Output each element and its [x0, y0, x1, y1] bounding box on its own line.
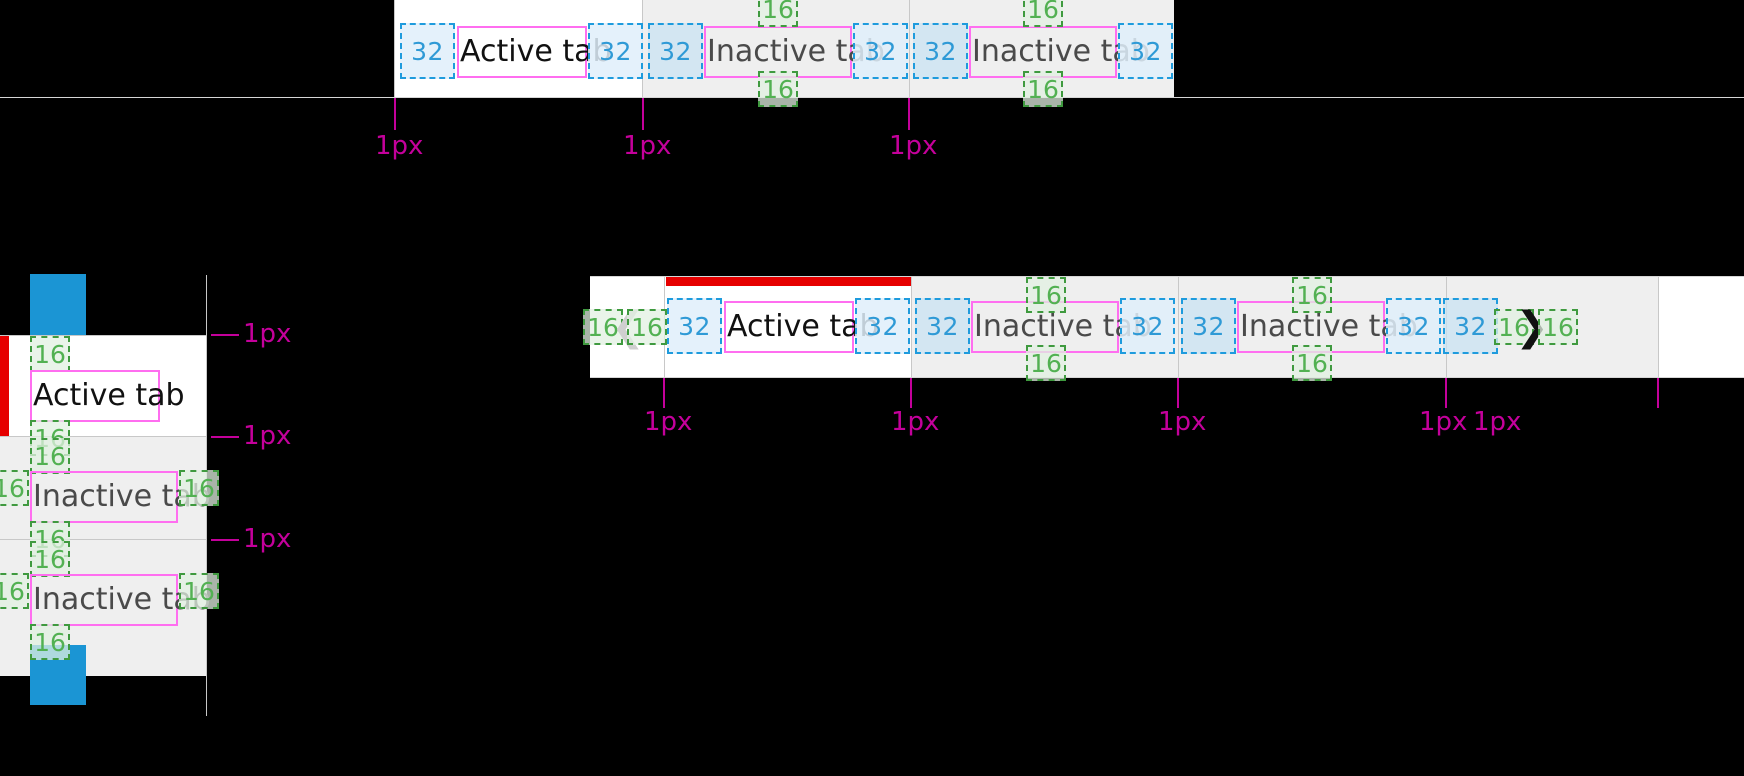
bottom-tab3-padding-left: 32: [1181, 298, 1236, 354]
top-tab2-padding-left: 32: [648, 23, 703, 79]
top-tab-strip: [0, 0, 1744, 98]
tab-divider: [394, 0, 395, 98]
left-tab2-gap-top: 16: [30, 438, 70, 474]
bottom-measure-label-4: 1px: [1419, 407, 1468, 437]
left-tab2-gap-right: 16: [179, 470, 219, 506]
bottom-tab3-gap-bottom: 16: [1292, 345, 1332, 381]
bottom-measure-label-3: 1px: [1158, 407, 1207, 437]
bottom-tab1-label: Active tab: [727, 309, 879, 344]
bottom-tab-divider: [911, 276, 912, 378]
bottom-measure-line-5: [1657, 378, 1659, 408]
left-measure-label-2: 1px: [243, 421, 292, 451]
top-color-swatch: [30, 274, 86, 335]
top-measure-label-3: 1px: [889, 131, 938, 161]
strip-bottom-edge: [0, 97, 1744, 98]
bottom-tab1-padding-right: 32: [855, 298, 910, 354]
bottom-scroll-right-gap-outer: 16: [1538, 309, 1578, 345]
left-tab1-label: Active tab: [33, 378, 185, 413]
bottom-tab1-padding-left: 32: [667, 298, 722, 354]
bottom-measure-line-3: [1177, 378, 1179, 408]
left-tab-divider: [0, 539, 207, 540]
top-tab1-padding-right: 32: [588, 23, 643, 79]
left-tab1-label-box: Active tab: [30, 370, 185, 422]
bottom-tab2-gap-top: 16: [1026, 277, 1066, 313]
top-tab3-padding-right: 32: [1118, 23, 1173, 79]
bottom-measure-line-2: [910, 378, 912, 408]
left-measure-label-3: 1px: [243, 524, 292, 554]
bottom-tab3-gap-top: 16: [1292, 277, 1332, 313]
left-tab3-gap-left: 16: [0, 573, 29, 609]
left-measure-line-3: [211, 539, 239, 541]
top-tab1-padding-left: 32: [400, 23, 455, 79]
top-measure-line-3: [908, 98, 910, 130]
left-tab1-gap-top: 16: [30, 336, 70, 372]
bottom-scroll-right-background: [1658, 276, 1744, 378]
left-tab2-label-box: Inactive tab: [30, 471, 211, 523]
bottom-scroll-left-gap-inner: 16: [627, 309, 667, 345]
top-tab1-label: Active tab: [460, 34, 612, 69]
bottom-active-tab-accent-bar: [666, 276, 911, 286]
left-measure-line-1: [211, 334, 239, 336]
bottom-scroll-right-gap-inner: 16: [1494, 309, 1534, 345]
left-tab3-gap-bottom: 16: [30, 624, 70, 660]
top-measure-line-2: [642, 98, 644, 130]
top-inactive-strip-background: [642, 0, 1174, 98]
top-measure-line-1: [394, 98, 396, 130]
bottom-strip-bottom-edge: [590, 377, 1744, 378]
bottom-tab3-padding-right: 32: [1386, 298, 1441, 354]
top-tab2-padding-right: 32: [853, 23, 908, 79]
bottom-scroll-left-gap-outer: 16: [583, 309, 623, 345]
left-measure-label-1: 1px: [243, 319, 292, 349]
bottom-tab2-padding-left: 32: [915, 298, 970, 354]
top-measure-label-2: 1px: [623, 131, 672, 161]
bottom-scroll-right-padding: 32: [1443, 298, 1498, 354]
bottom-measure-label-1: 1px: [644, 407, 693, 437]
top-measure-label-1: 1px: [375, 131, 424, 161]
top-tab1-label-box: Active tab: [457, 26, 612, 78]
left-tab3-gap-right: 16: [179, 573, 219, 609]
bottom-tab2-padding-right: 32: [1120, 298, 1175, 354]
bottom-tab-divider: [1178, 276, 1179, 378]
left-tab2-gap-left: 16: [0, 470, 29, 506]
top-tab3-gap-bottom: 16: [1023, 71, 1063, 107]
top-tab3-gap-top: 16: [1023, 0, 1063, 27]
top-tab2-gap-bottom: 16: [758, 71, 798, 107]
left-tab-divider: [0, 335, 207, 336]
left-tab3-gap-top: 16: [30, 541, 70, 577]
left-measure-line-2: [211, 436, 239, 438]
bottom-strip-top-edge: [590, 276, 1744, 277]
left-active-tab-accent-bar: [0, 336, 9, 437]
bottom-measure-line-4: [1445, 378, 1447, 408]
tab-divider: [909, 0, 910, 98]
bottom-tab1-label-box: Active tab: [724, 301, 879, 353]
bottom-tab2-gap-bottom: 16: [1026, 345, 1066, 381]
bottom-measure-label-5: 1px: [1473, 407, 1522, 437]
bottom-tab-divider: [1658, 276, 1659, 378]
top-tab2-gap-top: 16: [758, 0, 798, 27]
left-tab-divider: [0, 436, 207, 437]
bottom-measure-label-2: 1px: [891, 407, 940, 437]
left-tab3-label-box: Inactive tab: [30, 574, 211, 626]
top-tab3-padding-left: 32: [913, 23, 968, 79]
bottom-measure-line-1: [663, 378, 665, 408]
